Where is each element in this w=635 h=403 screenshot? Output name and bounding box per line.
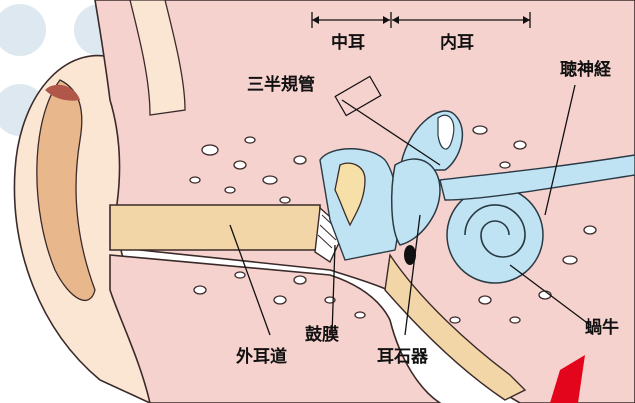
semicircular-canals-label: 三半規管 — [247, 74, 315, 95]
cochlea-label: 蝸牛 — [585, 317, 619, 338]
ear-canal-label: 外耳道 — [236, 346, 287, 367]
middle-ear-label: 中耳 — [331, 32, 365, 53]
auditory-nerve-label: 聴神経 — [560, 59, 612, 80]
inner-ear-label: 内耳 — [440, 32, 474, 53]
otolith-organ-label: 耳石器 — [377, 347, 429, 367]
ear-canal — [110, 205, 320, 250]
cochlea-shape — [447, 187, 543, 283]
eardrum-label: 鼓膜 — [305, 324, 339, 345]
